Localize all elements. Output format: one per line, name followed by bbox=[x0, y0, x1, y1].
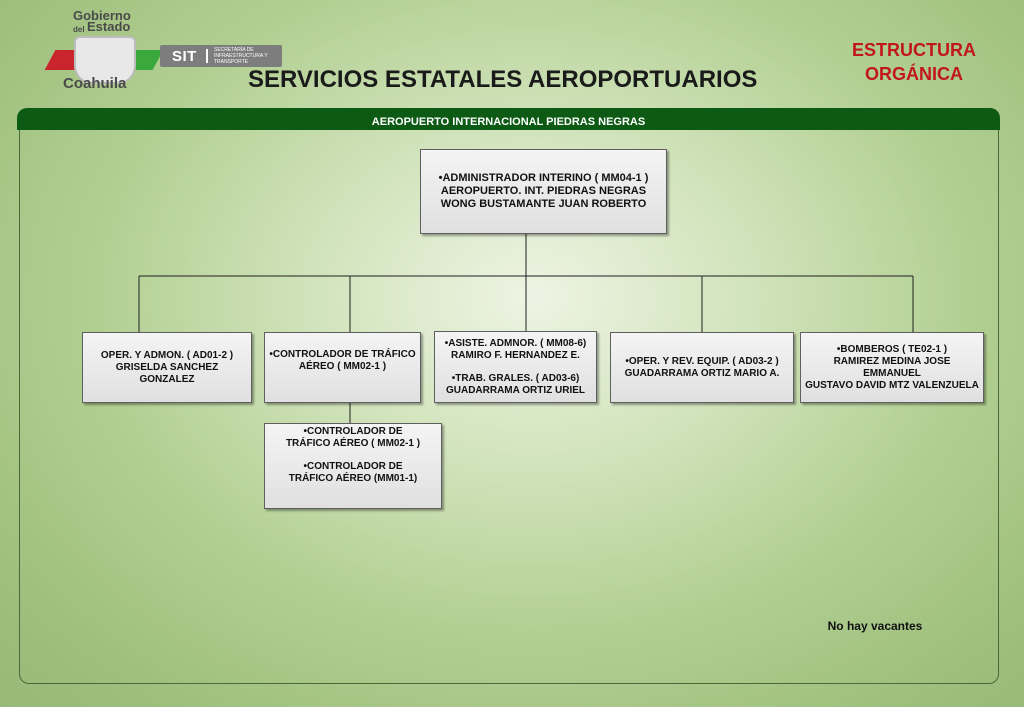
sub-controladores-line3: •CONTROLADOR DE bbox=[303, 461, 403, 472]
logo-line-del: del bbox=[73, 25, 85, 34]
org-unit-controlador: •CONTROLADOR DE TRÁFICO AÉREO ( MM02-1 ) bbox=[264, 332, 421, 403]
asistente-line2: RAMIRO F. HERNANDEZ E. bbox=[451, 349, 580, 361]
sub-controladores-line1: •CONTROLADOR DE bbox=[303, 426, 403, 437]
root-line3: WONG BUSTAMANTE JUAN ROBERTO bbox=[440, 198, 647, 210]
coat-of-arms-icon bbox=[74, 36, 136, 84]
bomberos-line2: RAMIREZ MEDINA JOSE EMMANUEL bbox=[833, 355, 951, 379]
sub-controladores-line4: TRÁFICO AÉREO (MM01-1) bbox=[288, 473, 418, 484]
sub-controladores-line2: TRÁFICO AÉREO ( MM02-1 ) bbox=[285, 438, 421, 449]
bomberos-line3: GUSTAVO DAVID MTZ VALENZUELA bbox=[805, 379, 979, 391]
oper-admon-line2: GRISELDA SANCHEZ GONZALEZ bbox=[115, 361, 219, 385]
sit-acronym: SIT bbox=[172, 48, 197, 65]
sit-full-name: SECRETARÍA DE INFRAESTRUCTURA Y TRANSPOR… bbox=[214, 47, 268, 65]
vacancies-note: No hay vacantes bbox=[827, 619, 923, 633]
sit-divider bbox=[206, 49, 208, 63]
corner-title-line2: ORGÁNICA bbox=[865, 64, 963, 84]
org-unit-oper-rev: •OPER. Y REV. EQUIP. ( AD03-2 ) GUADARRA… bbox=[610, 332, 794, 403]
oper-rev-line2: GUADARRAMA ORTIZ MARIO A. bbox=[624, 367, 780, 379]
asistente-line4: GUADARRAMA ORTIZ URIEL bbox=[445, 384, 586, 396]
org-unit-bomberos: •BOMBEROS ( TE02-1 ) RAMIREZ MEDINA JOSE… bbox=[800, 332, 984, 403]
bomberos-line1: •BOMBEROS ( TE02-1 ) bbox=[836, 343, 948, 355]
logo-state-name: Coahuila bbox=[63, 75, 127, 92]
root-line1: •ADMINISTRADOR INTERINO ( MM04-1 ) bbox=[438, 172, 649, 184]
org-unit-sub-controladores: •CONTROLADOR DE TRÁFICO AÉREO ( MM02-1 )… bbox=[264, 423, 442, 509]
org-root-administrador: •ADMINISTRADOR INTERINO ( MM04-1 ) AEROP… bbox=[420, 149, 667, 234]
org-unit-asistente: •ASISTE. ADMNOR. ( MM08-6) RAMIRO F. HER… bbox=[434, 331, 597, 403]
oper-rev-line1: •OPER. Y REV. EQUIP. ( AD03-2 ) bbox=[625, 355, 779, 367]
oper-admon-line1: OPER. Y ADMON. ( AD01-2 ) bbox=[100, 349, 234, 361]
logo-line-estado: Estado bbox=[87, 19, 131, 34]
asistente-line3: •TRAB. GRALES. ( AD03-6) bbox=[451, 372, 580, 384]
corner-title-line1: ESTRUCTURA bbox=[852, 40, 976, 60]
controlador-line1: •CONTROLADOR DE TRÁFICO bbox=[269, 349, 416, 360]
page-title: SERVICIOS ESTATALES AEROPORTUARIOS bbox=[248, 66, 758, 93]
asistente-line1: •ASISTE. ADMNOR. ( MM08-6) bbox=[444, 337, 587, 349]
org-unit-oper-admon: OPER. Y ADMON. ( AD01-2 ) GRISELDA SANCH… bbox=[82, 332, 252, 403]
sit-badge: SIT SECRETARÍA DE INFRAESTRUCTURA Y TRAN… bbox=[160, 45, 282, 67]
gobierno-coahuila-logo: Gobierno del Estado Coahuila SIT SECRETA… bbox=[44, 6, 298, 102]
controlador-line2: AÉREO ( MM02-1 ) bbox=[298, 361, 387, 372]
corner-title: ESTRUCTURA ORGÁNICA bbox=[834, 38, 994, 86]
airport-banner: AEROPUERTO INTERNACIONAL PIEDRAS NEGRAS bbox=[17, 108, 1000, 130]
logo-line-gobierno: Gobierno bbox=[73, 8, 131, 23]
root-line2: AEROPUERTO. INT. PIEDRAS NEGRAS bbox=[440, 185, 647, 197]
